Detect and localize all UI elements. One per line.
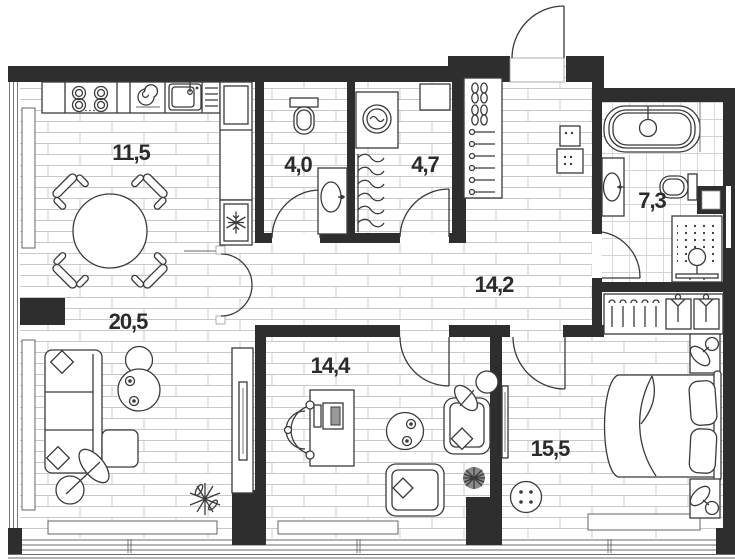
study [283, 370, 499, 517]
bathroom-door [601, 231, 641, 279]
shoes-icon [471, 82, 488, 126]
intercom-panel-icon [556, 125, 584, 174]
laundry [355, 83, 451, 232]
folded-shirts-icon [665, 293, 720, 330]
laundry-door [399, 188, 450, 238]
study-armchair2-icon [385, 463, 445, 517]
fridge-icon [219, 199, 253, 246]
stove-icon [71, 85, 109, 113]
pouf-icon [509, 480, 543, 514]
living-radiator-bottom [47, 520, 218, 535]
towel-radiator-icon [357, 153, 385, 232]
study-door [399, 336, 450, 387]
sink-icon [168, 82, 202, 111]
study-plant-icon [453, 370, 499, 412]
bathtub-icon [603, 105, 701, 153]
study-area-label: 14,4 [311, 353, 352, 378]
hangers-icon [608, 299, 660, 327]
desk-icon [309, 389, 355, 467]
coat-hooks-icon [468, 128, 495, 196]
tv-console [231, 347, 254, 494]
study-shrub-icon [463, 467, 485, 489]
study-armchair-icon [443, 397, 491, 455]
bathroom-area-label: 7,3 [638, 188, 666, 213]
sofa-icon [44, 349, 139, 474]
lamp-top-icon [689, 336, 720, 367]
study-radiator [277, 520, 399, 535]
entry-threshold [509, 57, 565, 83]
toilet-icon [289, 97, 319, 135]
dish-rack-icon [205, 87, 218, 107]
bedroom-tv-icon [501, 385, 509, 459]
living-flower-icon [189, 483, 221, 515]
kitchen-cabinet [219, 81, 253, 201]
kitchen-double-door [184, 245, 253, 325]
living [44, 345, 254, 515]
hood-icon [136, 84, 160, 108]
bedroom-door [512, 336, 566, 390]
room-labels: 11,5 4,0 4,7 14,2 7,3 20,5 14,4 15,5 [109, 140, 668, 461]
bath-sink-icon [601, 157, 625, 217]
laundry-shelf [419, 83, 451, 111]
kitchen-area-label: 11,5 [112, 140, 150, 165]
doors [184, 5, 641, 390]
dining-table [52, 173, 168, 289]
bedroom-closet [603, 293, 724, 335]
wc-area-label: 4,0 [284, 152, 312, 177]
kitchen-radiator [21, 107, 36, 249]
kitchen [41, 81, 253, 289]
washing-machine-icon [355, 91, 399, 149]
shower-icon [671, 215, 723, 283]
windows [8, 82, 735, 559]
right-wall-window [726, 186, 731, 248]
window-band-left [8, 82, 20, 528]
living-radiator-left [21, 339, 36, 511]
bedroom-area-label: 15,5 [531, 436, 571, 461]
living-plant-icon [55, 448, 110, 505]
bed-icon [603, 370, 722, 482]
coffee-tables-icon [117, 345, 161, 412]
bedroom-radiator [587, 513, 701, 531]
bedroom [501, 333, 722, 519]
bathroom [601, 102, 723, 283]
shaft [701, 190, 721, 210]
lamp-bottom-icon [689, 485, 720, 516]
entry-hall [463, 77, 584, 199]
radiators [21, 107, 701, 535]
bath-toilet-icon [659, 173, 698, 201]
study-table-icon [385, 411, 425, 451]
laundry-area-label: 4,7 [411, 152, 439, 177]
entry-door [511, 5, 565, 59]
wc-sink-icon [317, 167, 348, 235]
hallway-area-label: 14,2 [475, 272, 515, 297]
wc [289, 97, 348, 235]
desk-chair-icon [283, 400, 315, 460]
living-area-label: 20,5 [109, 309, 149, 334]
hallway-floor [220, 243, 592, 337]
